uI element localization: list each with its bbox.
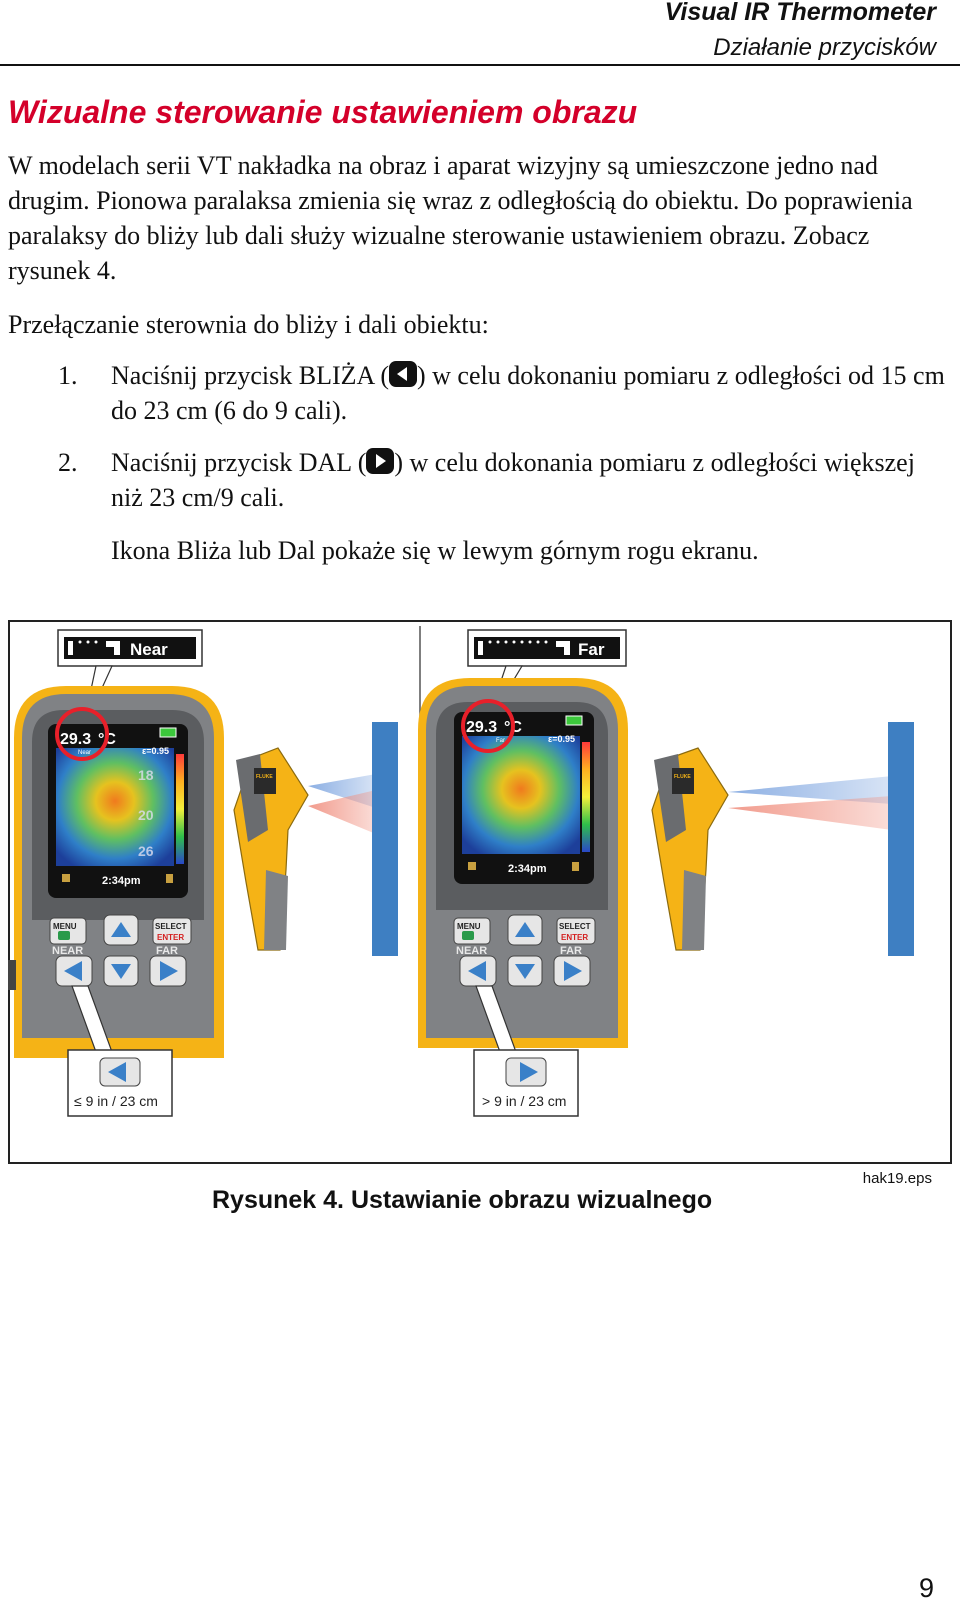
figure-caption: Rysunek 4. Ustawianie obrazu wizualnego [212,1186,713,1214]
svg-text:MENU: MENU [457,922,481,931]
figure-illustration: Near 29.3 °C Near ε=0.95 18 20 26 2:34pm… [8,620,952,1164]
far-target-board [888,722,914,956]
near-emissivity: ε=0.95 [142,746,169,756]
svg-text:FAR: FAR [156,945,178,957]
near-reading-3: 26 [138,843,154,859]
near-distance-label: ≤ 9 in / 23 cm [74,1093,158,1109]
svg-text:FLUKE: FLUKE [674,774,691,780]
far-emissivity: ε=0.95 [548,734,575,744]
far-status-bar [462,856,580,880]
svg-text:SELECT: SELECT [559,922,591,931]
far-highlight-circle [461,699,515,753]
svg-text:FAR: FAR [560,945,582,957]
near-mode-small: Near [78,750,91,756]
far-up-arrow-icon [515,922,535,937]
near-side-grip [8,960,16,990]
near-left-arrow-icon [64,961,82,981]
near-battery-icon [159,727,177,738]
near-sd-icon [166,874,173,883]
near-gun-display [254,768,276,794]
figure-file-id: hak19.eps [862,1170,932,1187]
far-down-arrow-icon [515,964,535,979]
svg-text:SELECT: SELECT [155,922,187,931]
near-thermal-image [56,748,174,866]
near-time: 2:34pm [102,875,141,887]
near-right-arrow-icon [160,961,178,981]
panel-near: Near 29.3 °C Near ε=0.95 18 20 26 2:34pm… [8,629,398,1117]
far-sd-icon [572,862,579,871]
far-mode-indicator [474,637,620,659]
near-down-arrow-icon [111,964,131,979]
far-gun-display [672,768,694,794]
near-mode-label: Near [130,640,168,659]
steps-intro: Przełączanie sterownia do bliży i dali o… [8,310,489,339]
far-time: 2:34pm [508,863,547,875]
far-gun-grip [682,870,706,950]
far-power-icon [462,931,474,940]
intro-paragraph: W modelach serii VT nakładka na obraz i … [8,151,913,285]
header-rule [0,64,960,66]
step-1-text: Naciśnij przycisk BLIŻA () w celu dokona… [111,361,945,425]
near-reading-2: 20 [138,807,154,823]
svg-text:FLUKE: FLUKE [256,774,273,780]
far-bracket-icon [556,641,570,655]
header-product: Visual IR Thermometer [664,0,936,26]
far-callout-arrow-icon [520,1062,538,1082]
near-beam-red [308,790,376,834]
far-scale-marks [478,641,483,655]
near-temp-value: 29.3 [60,731,91,748]
near-gun-grip [264,870,288,950]
step-1-number: 1. [58,361,78,390]
far-color-palette [582,742,590,852]
far-mode-small: Far [496,738,505,744]
note-text: Ikona Bliża lub Dal pokaże się w lewym g… [111,536,759,565]
svg-text:NEAR: NEAR [456,945,487,957]
near-power-icon [58,931,70,940]
near-up-arrow-icon [111,922,131,937]
far-distance-label: > 9 in / 23 cm [482,1093,566,1109]
near-highlight-circle [55,707,109,761]
step-2-number: 2. [58,448,78,477]
svg-text:NEAR: NEAR [52,945,83,957]
far-temp-value: 29.3 [466,719,497,736]
near-select-button [152,917,192,945]
page-number: 9 [918,1573,934,1603]
far-left-arrow-icon [468,961,486,981]
far-mode-label: Far [578,640,605,659]
far-battery-icon [565,715,583,726]
far-select-button [556,917,596,945]
near-bracket-icon [106,641,120,655]
near-reading-1: 18 [138,767,154,783]
near-callout-arrow-icon [108,1062,126,1082]
near-status-bar [56,868,174,892]
step-2-text: Naciśnij przycisk DAL () w celu dokonani… [111,448,915,512]
panel-far: Far 29.3 °C Far ε=0.95 2:34pm MENU SELEC… [418,629,914,1117]
far-key-icon [366,448,395,474]
near-color-palette [176,754,184,864]
svg-text:ENTER: ENTER [157,933,184,942]
far-right-arrow-icon [564,961,582,981]
near-target-board [372,722,398,956]
header-section: Działanie przycisków [713,34,936,61]
far-thermal-image [462,736,580,854]
far-beam-blue [728,776,892,804]
svg-text:MENU: MENU [53,922,77,931]
near-scale-marks [68,641,73,655]
far-folder-icon [468,862,476,870]
svg-text:ENTER: ENTER [561,933,588,942]
near-key-icon [389,361,417,387]
section-title: Wizualne sterowanie ustawieniem obrazu [8,94,638,130]
far-beam-red [728,796,892,830]
near-folder-icon [62,874,70,882]
